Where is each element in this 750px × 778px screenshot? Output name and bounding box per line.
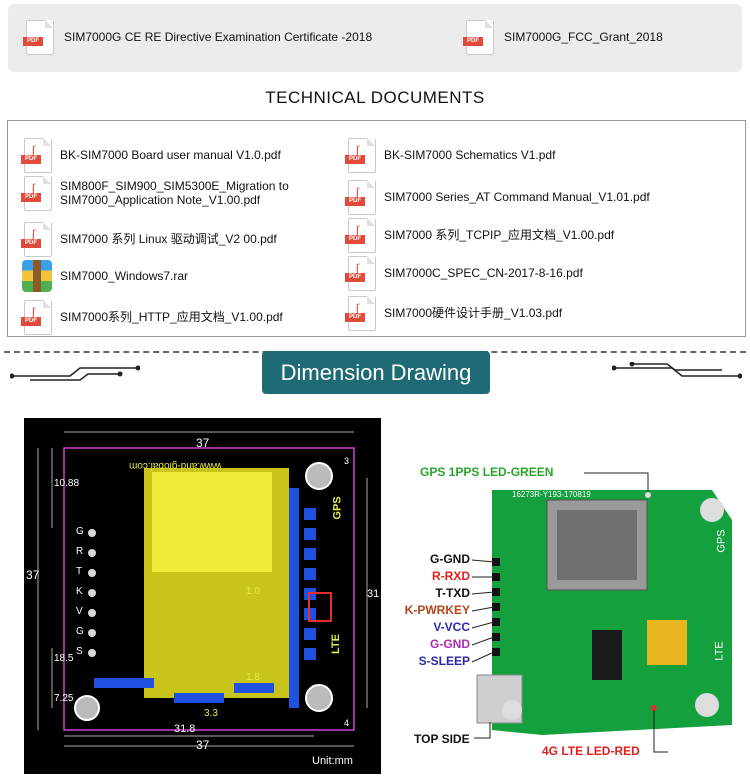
pdf-icon: PDF	[463, 20, 494, 55]
dimension-drawing: 37 37 31.8 37 31 10.88 18.5 7.25 3 4 www…	[24, 418, 381, 774]
pin-label-g-gnd-2: G-GND	[430, 637, 470, 651]
silkscreen-1-0: 1.0	[246, 586, 260, 597]
certificate-bar	[8, 4, 742, 72]
board-lte-label: LTE	[713, 641, 726, 661]
pin-t: T	[76, 566, 83, 577]
dimension-top: 37	[196, 436, 210, 450]
doc-left-2-line1: SIM800F_SIM900_SIM5300E_Migration to	[60, 179, 289, 193]
certificate-ce-label: SIM7000G CE RE Directive Examination Cer…	[64, 30, 373, 44]
dimension-7-25: 7.25	[54, 693, 74, 704]
doc-left-4[interactable]: SIM7000_Windows7.rar	[22, 260, 188, 292]
lte-led-label: 4G LTE LED-RED	[542, 744, 640, 758]
doc-left-3-label: SIM7000 系列 Linux 驱动调试_V2 00.pdf	[60, 232, 277, 246]
pin-s: S	[76, 646, 83, 657]
silkscreen-1-8: 1.8	[246, 672, 260, 683]
pin-v: V	[76, 606, 83, 617]
doc-left-1-label: BK-SIM7000 Board user manual V1.0.pdf	[60, 148, 281, 162]
dimension-left: 37	[26, 568, 40, 582]
pdf-icon: PDF	[23, 20, 54, 55]
technical-documents-title: TECHNICAL DOCUMENTS	[265, 88, 485, 107]
pin-label-g-gnd: G-GND	[430, 552, 470, 566]
pin-label-s-sleep: S-SLEEP	[418, 654, 470, 668]
unit-label: Unit:mm	[312, 755, 353, 767]
circuit-trace-left-icon	[10, 365, 140, 381]
certificate-fcc-label: SIM7000G_FCC_Grant_2018	[504, 30, 663, 44]
doc-right-5-label: SIM7000硬件设计手册_V1.03.pdf	[384, 306, 563, 320]
silkscreen-lte: LTE	[329, 634, 342, 654]
dimension-right: 31	[367, 588, 380, 600]
silkscreen-url: www.and-global.com	[129, 460, 222, 471]
doc-right-4-label: SIM7000C_SPEC_CN-2017-8-16.pdf	[384, 266, 583, 280]
dimension-bottom-inner: 31.8	[174, 723, 196, 735]
pin-label-v-vcc: V-VCC	[433, 620, 470, 634]
dimension-bottom: 37	[196, 738, 210, 752]
doc-right-2-label: SIM7000 Series_AT Command Manual_V1.01.p…	[384, 190, 650, 204]
pin-label-k-pwrkey: K-PWRKEY	[404, 603, 470, 617]
pin-g: G	[76, 526, 84, 537]
silkscreen-3-3: 3.3	[204, 708, 218, 719]
silkscreen-gps: GPS	[331, 496, 344, 520]
doc-left-4-label: SIM7000_Windows7.rar	[60, 269, 189, 283]
board-illustration	[471, 472, 732, 753]
doc-left-5-label: SIM7000系列_HTTP_应用文档_V1.00.pdf	[60, 310, 283, 324]
certificate-fcc[interactable]: PDF SIM7000G_FCC_Grant_2018	[463, 20, 663, 55]
rar-icon	[22, 260, 52, 292]
pin-label-t-txd: T-TXD	[435, 586, 470, 600]
circuit-trace-right-icon	[612, 362, 742, 379]
pcb-outline-drawing	[37, 431, 368, 747]
board-photo: GPS 1PPS LED-GREEN 16273R-Y193-170819 GP…	[392, 440, 750, 778]
dimension-4: 4	[344, 718, 350, 728]
doc-left-2-line2: SIM7000_Application Note_V1.00.pdf	[60, 193, 261, 207]
top-side-label: TOP SIDE	[414, 732, 470, 746]
dimension-3: 3	[344, 456, 350, 466]
doc-right-3-label: SIM7000 系列_TCPIP_应用文档_V1.00.pdf	[384, 228, 615, 242]
certificate-ce[interactable]: PDF SIM7000G CE RE Directive Examination…	[23, 20, 373, 55]
pin-g2: G	[76, 626, 84, 637]
dimension-10-88: 10.88	[54, 478, 80, 489]
board-code: 16273R-Y193-170819	[512, 490, 591, 499]
documents-panel	[7, 120, 746, 337]
gps-led-label: GPS 1PPS LED-GREEN	[420, 465, 554, 479]
board-gps-label: GPS	[715, 529, 728, 553]
pin-label-r-rxd: R-RXD	[432, 569, 470, 583]
dimension-18-5: 18.5	[54, 653, 74, 664]
pin-k: K	[76, 586, 83, 597]
doc-right-1-label: BK-SIM7000 Schematics V1.pdf	[384, 148, 556, 162]
pin-r: R	[76, 546, 84, 557]
dimension-drawing-banner: Dimension Drawing	[262, 351, 490, 394]
